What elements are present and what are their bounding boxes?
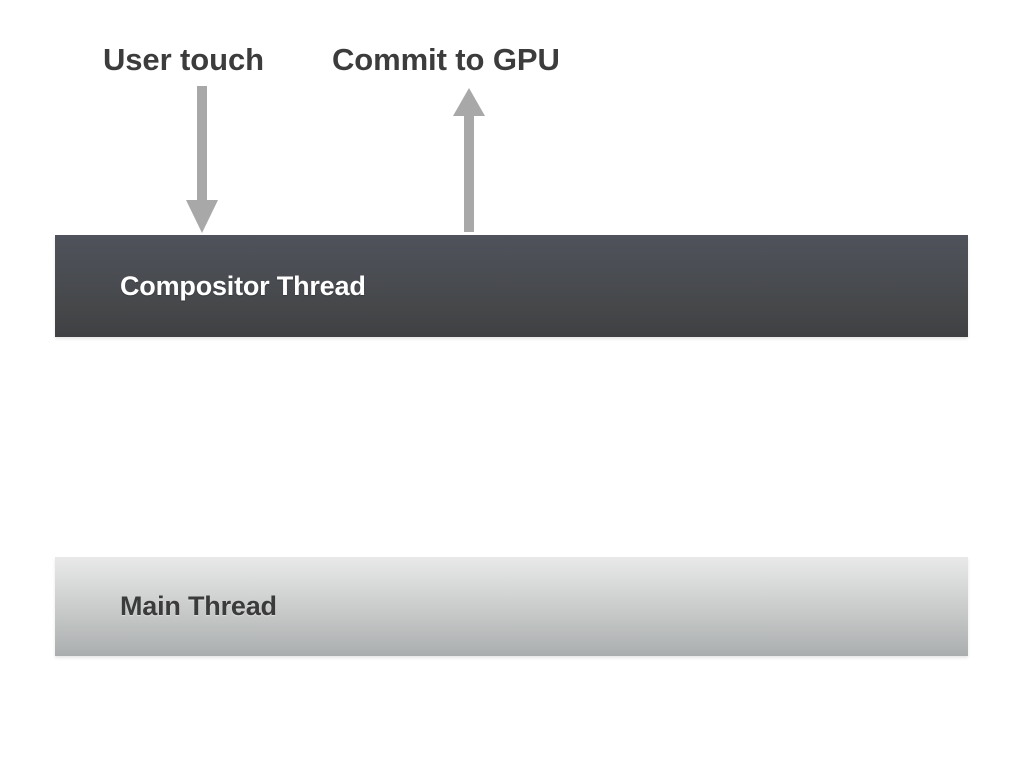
thread-lane-label-main-thread: Main Thread — [120, 591, 277, 621]
thread-lane-main-thread: Main Thread — [55, 557, 968, 656]
arrow-up-icon-commit-to-gpu — [453, 88, 485, 232]
annotation-label-commit-to-gpu: Commit to GPU — [332, 42, 560, 77]
thread-lane-compositor-thread: Compositor Thread — [55, 235, 968, 337]
annotation-label-user-touch: User touch — [103, 42, 264, 77]
thread-lane-label-compositor-thread: Compositor Thread — [120, 270, 366, 301]
arrow-down-icon-user-touch — [186, 86, 218, 233]
